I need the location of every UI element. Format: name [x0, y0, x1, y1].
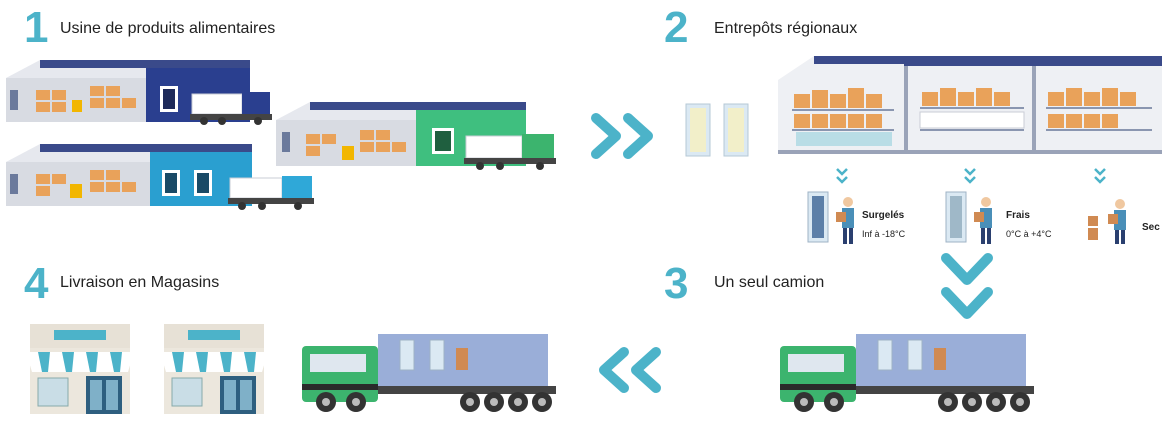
- single-truck-illustration: [780, 334, 1034, 412]
- chevron-down-icon: [836, 168, 848, 184]
- step-2-number: 2: [664, 3, 689, 52]
- factory-cyan: [6, 144, 314, 210]
- chevron-down-icon: [1094, 168, 1106, 184]
- dry-zone-name: Sec: [1142, 222, 1160, 233]
- store-2-illustration: [160, 324, 268, 414]
- step-3-title: Un seul camion: [714, 274, 825, 291]
- delivery-truck-illustration: [302, 334, 556, 412]
- chevron-down-icon: [964, 168, 976, 184]
- roll-containers-icon: [685, 103, 749, 157]
- step-3-number: 3: [664, 259, 689, 308]
- frozen-zone-name: Surgelés: [862, 210, 905, 221]
- chevrons-left-icon: [599, 347, 661, 393]
- fresh-zone-icon: [945, 191, 992, 244]
- step-4-title: Livraison en Magasins: [60, 274, 220, 291]
- store-1-illustration: [26, 324, 134, 414]
- frozen-zone-temp: Inf à -18°C: [862, 229, 906, 239]
- fresh-zone-name: Frais: [1006, 210, 1030, 221]
- factory-green: [276, 102, 556, 170]
- frozen-zone-icon: [807, 191, 854, 244]
- step-2-title: Entrepôts régionaux: [714, 20, 858, 37]
- warehouse-illustration: [778, 56, 1162, 154]
- step-1-number: 1: [24, 3, 49, 52]
- chevrons-down-icon: [941, 253, 993, 319]
- fresh-zone-temp: 0°C à +4°C: [1006, 229, 1052, 239]
- dry-zone-icon: [1088, 199, 1126, 244]
- step-4-number: 4: [24, 259, 49, 308]
- chevrons-right-icon: [591, 113, 653, 159]
- step-1-title: Usine de produits alimentaires: [60, 20, 276, 37]
- factories-illustration: [6, 60, 556, 210]
- factory-dark-blue: [6, 60, 272, 125]
